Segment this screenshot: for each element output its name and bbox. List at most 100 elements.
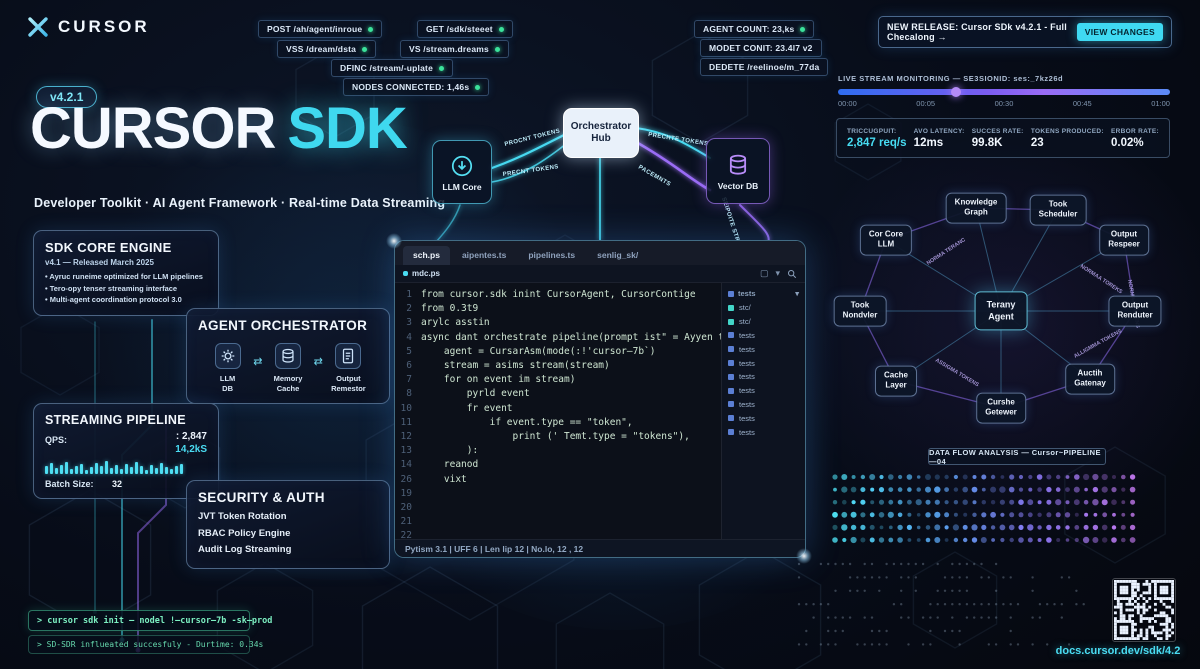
code-line: 8 pyrld event xyxy=(395,387,721,401)
data-flow-dot xyxy=(971,486,978,493)
file-item[interactable]: tests xyxy=(728,411,799,425)
chevron-down-icon[interactable]: ▾ xyxy=(775,268,780,278)
line-number: 1 xyxy=(406,289,412,300)
data-flow-dot xyxy=(860,524,866,530)
split-icon[interactable]: ▢ xyxy=(759,268,769,278)
file-item[interactable]: tests xyxy=(728,329,799,343)
file-icon xyxy=(728,387,734,394)
file-item[interactable]: stc/ xyxy=(728,315,799,329)
qr-module xyxy=(1122,631,1126,635)
editor-sub-bar: mdc.ps ▢ ▾ xyxy=(395,265,805,283)
data-flow-dot xyxy=(850,524,857,531)
title-sdk: SDK xyxy=(287,96,407,161)
orchestrator-item-label: Output Remestor xyxy=(331,374,366,393)
qps-values: : 2,847 14,2kS xyxy=(175,431,207,456)
file-item[interactable]: stc/ xyxy=(728,301,799,315)
data-flow-dot xyxy=(944,500,949,505)
qr-module xyxy=(1151,580,1154,583)
panel-title: SDK CORE ENGINE xyxy=(45,240,172,255)
file-icon xyxy=(728,429,734,436)
qr-module xyxy=(1114,605,1117,609)
llm-core-node: LLM Core xyxy=(432,140,492,204)
file-item[interactable]: tests xyxy=(728,398,799,412)
qr-module xyxy=(1131,588,1134,592)
qr-module xyxy=(1125,608,1129,612)
data-flow-dot xyxy=(1055,512,1061,518)
chevron-down-icon[interactable]: ▾ xyxy=(795,289,799,298)
timeline-scrubber[interactable] xyxy=(950,87,961,97)
editor-tab[interactable]: pipelines.ts xyxy=(528,250,576,260)
qr-module xyxy=(1136,585,1140,589)
decorative-dot xyxy=(797,576,801,579)
data-flow-dot xyxy=(1046,537,1052,543)
qps-bar xyxy=(65,462,68,474)
orchestrator-item: Memory Cache xyxy=(262,343,313,394)
file-item[interactable]: tests xyxy=(728,370,799,384)
data-flow-dot xyxy=(916,513,921,517)
data-flow-dot xyxy=(1101,524,1108,531)
qr-module xyxy=(1162,614,1166,618)
data-flow-dot xyxy=(944,512,950,518)
qr-module xyxy=(1134,582,1137,586)
qr-module xyxy=(1154,631,1157,635)
qps-bar xyxy=(115,465,118,474)
decorative-dot xyxy=(900,576,903,579)
release-text: NEW RELEASE: Cursor SDk v4.2.1 - Full Ch… xyxy=(887,22,1067,42)
qr-module xyxy=(1142,617,1146,620)
timeline[interactable] xyxy=(838,87,1170,97)
line-number: 7 xyxy=(406,374,412,386)
data-flow-dot xyxy=(1074,474,1080,480)
data-flow-dot xyxy=(1018,487,1024,492)
qr-module xyxy=(1128,580,1132,583)
qr-module xyxy=(1122,628,1126,632)
decorative-dot xyxy=(1067,643,1071,646)
decorative-dot xyxy=(878,629,881,633)
qr-module xyxy=(1136,597,1140,600)
qr-module xyxy=(1151,628,1154,632)
data-flow-dot xyxy=(850,536,857,544)
search-icon[interactable] xyxy=(787,269,797,279)
decorative-dot xyxy=(943,629,947,633)
line-number: 12 xyxy=(400,431,412,443)
orchestrator-hub-node: Orchestrator Hub xyxy=(563,108,639,158)
db-icon xyxy=(275,343,301,369)
data-flow-dot xyxy=(1018,524,1024,530)
editor-tab[interactable]: aipentes.ts xyxy=(461,250,507,260)
network-node: Cache Layer xyxy=(874,365,918,397)
editor-tab[interactable]: senlig_sk/ xyxy=(597,250,639,260)
active-document-name: mdc.ps xyxy=(412,269,441,278)
active-document-tab[interactable]: mdc.ps xyxy=(403,269,440,278)
file-item[interactable]: tests xyxy=(728,342,799,356)
decorative-dot xyxy=(878,576,881,579)
file-item[interactable]: tests xyxy=(728,356,799,370)
qr-module xyxy=(1156,631,1160,635)
decorative-dot xyxy=(987,643,990,646)
view-changes-button[interactable]: VIEW CHANGES xyxy=(1076,23,1163,41)
qps-label: QPS: xyxy=(45,435,68,445)
qr-module xyxy=(1116,580,1120,583)
data-flow-dot xyxy=(1074,512,1079,517)
qr-module xyxy=(1128,602,1132,606)
qr-module xyxy=(1168,634,1172,638)
editor-tab[interactable]: sch.ps xyxy=(403,246,450,265)
data-flow-dot xyxy=(907,499,912,505)
qr-module xyxy=(1131,637,1134,640)
docs-link[interactable]: docs.cursor.dev/sdk/4.2 xyxy=(1055,645,1181,657)
api-badge-label: VS /stream.dreams xyxy=(409,44,489,54)
status-dot-icon xyxy=(475,84,481,90)
decorative-dot xyxy=(863,589,866,592)
qr-module xyxy=(1116,637,1120,640)
hexagon-decoration xyxy=(28,489,152,631)
qr-module xyxy=(1142,582,1146,586)
network-node: Auctih Gatenay xyxy=(1065,363,1115,395)
data-flow-dot xyxy=(888,487,894,492)
qr-module xyxy=(1145,582,1149,586)
data-flow-dot xyxy=(870,500,875,505)
data-flow-dot xyxy=(1046,524,1052,531)
decorative-dot xyxy=(812,603,815,606)
file-item[interactable]: tests xyxy=(728,425,799,439)
code-line: 19 xyxy=(395,487,721,501)
panel-subtitle: v4.1 — Released March 2025 xyxy=(45,258,154,267)
file-item[interactable]: tests xyxy=(728,384,799,398)
